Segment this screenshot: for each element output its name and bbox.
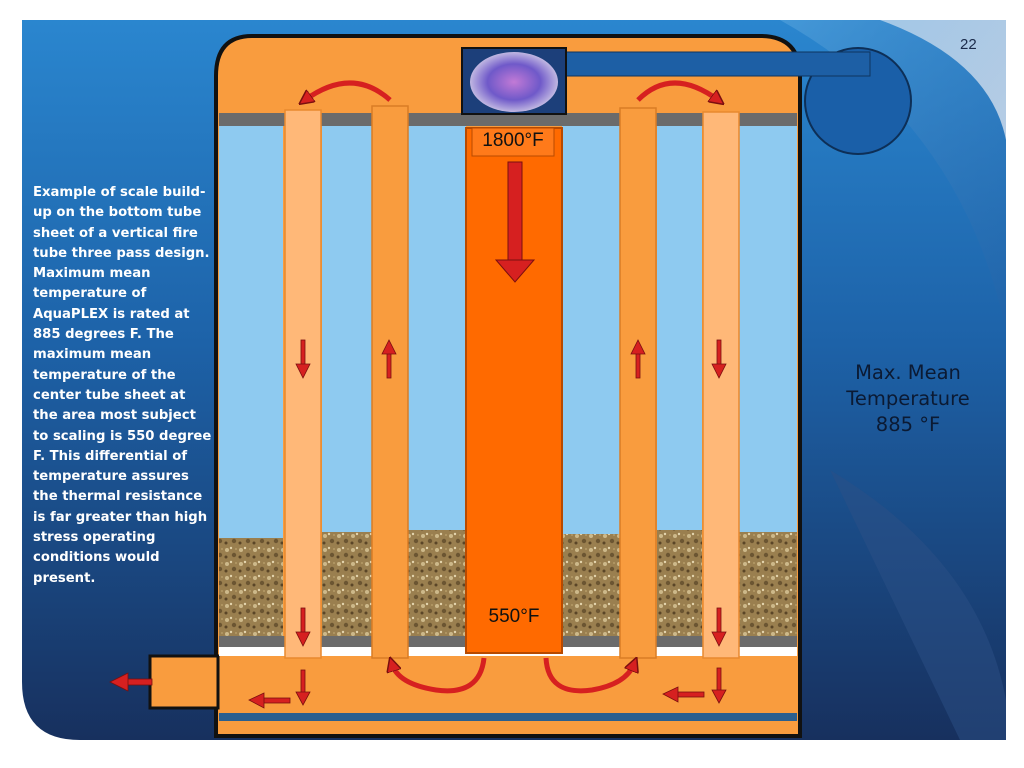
left-arrow-icon <box>662 686 705 703</box>
top-temperature-label: 1800°F <box>482 130 544 151</box>
burner-duct <box>561 51 871 77</box>
fire-tube-left-outer <box>284 109 322 659</box>
curved-arrow-icon <box>543 658 634 694</box>
up-arrow-icon <box>630 339 646 379</box>
max-mean-temperature-label: Max. Mean Temperature 885 °F <box>828 360 988 438</box>
down-arrow-icon <box>295 669 311 706</box>
max-mean-line-1: Max. Mean <box>855 361 961 384</box>
turnaround-arrows <box>305 80 718 694</box>
flue-outlet <box>148 654 220 710</box>
curved-arrow-icon <box>636 80 718 100</box>
caption-text: Example of scale build-up on the bottom … <box>33 185 212 586</box>
up-arrow-icon <box>381 339 397 379</box>
down-arrow-icon <box>295 339 311 379</box>
swoosh-band <box>780 20 1006 330</box>
fire-tubes <box>284 105 740 659</box>
swoosh-lower <box>830 470 1006 740</box>
fire-tube-left-inner <box>371 105 409 659</box>
flow-arrows <box>109 339 727 709</box>
down-arrow-icon <box>711 667 727 704</box>
top-temp-box <box>471 127 555 157</box>
exhaust-arrow-icon <box>109 672 153 692</box>
curved-arrow-icon <box>305 80 392 100</box>
page-number: 22 <box>960 36 977 53</box>
left-arrow-icon <box>248 692 291 709</box>
fire-tube-right-inner <box>619 107 657 659</box>
down-arrow-icon <box>711 339 727 379</box>
max-mean-line-2: Temperature <box>846 387 970 410</box>
scale-deposits <box>219 530 797 636</box>
flame-icon <box>470 52 558 112</box>
fire-tube-right-outer <box>702 111 740 659</box>
down-arrow-icon <box>711 607 727 647</box>
curved-arrow-icon <box>392 658 487 694</box>
max-mean-line-3: 885 °F <box>875 413 941 436</box>
bottom-temperature-label: 550°F <box>488 606 540 627</box>
furnace-down-arrow-icon <box>494 161 536 283</box>
down-arrow-icon <box>295 607 311 647</box>
